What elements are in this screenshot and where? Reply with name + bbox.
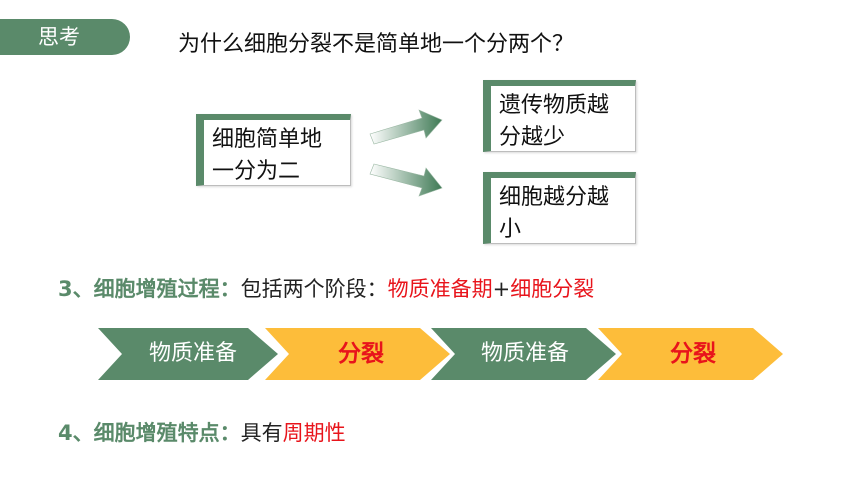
process-step-4-shape	[598, 328, 783, 380]
process-step-1-shape	[98, 328, 278, 380]
result-2-line-1: 细胞越分越	[499, 185, 610, 210]
process-step-3-shape	[431, 328, 616, 380]
process-step-4: 分裂	[670, 341, 716, 367]
point-3-label: 3、细胞增殖过程：	[58, 277, 241, 301]
point-3-highlight-2: 细胞分裂	[510, 277, 595, 301]
premise-line-2: 一分为二	[212, 159, 301, 184]
result-box-1: 遗传物质越 分越少	[483, 80, 636, 152]
result-1-line-1: 遗传物质越	[499, 93, 610, 118]
point-3-plus: +	[492, 277, 511, 301]
result-box-2: 细胞越分越 小	[483, 172, 636, 244]
point-3: 3、细胞增殖过程：包括两个阶段：物质准备期+细胞分裂	[58, 273, 594, 303]
process-step-3: 物质准备	[480, 341, 569, 366]
process-flow-shapes	[98, 328, 783, 380]
premise-line-1: 细胞简单地	[212, 127, 323, 152]
process-step-1: 物质准备	[148, 341, 237, 366]
section-tag: 思考	[0, 19, 130, 55]
point-4-label: 4、细胞增殖特点：	[58, 421, 241, 445]
point-3-text: 包括两个阶段：	[240, 277, 388, 301]
section-tag-label: 思考	[38, 25, 80, 49]
arrow-up-icon	[369, 109, 443, 145]
result-1-line-2: 分越少	[499, 125, 566, 150]
premise-box: 细胞简单地 一分为二	[196, 114, 351, 186]
arrow-down-icon	[369, 163, 443, 197]
process-step-2: 分裂	[338, 341, 384, 367]
process-step-2-shape	[265, 328, 450, 380]
question-text: 为什么细胞分裂不是简单地一个分两个？	[178, 32, 575, 57]
result-2-line-2: 小	[499, 217, 522, 242]
point-4-highlight: 周期性	[282, 421, 346, 445]
consequence-arrows	[369, 109, 443, 197]
point-4-text: 具有	[240, 421, 283, 445]
point-3-highlight-1: 物质准备期	[387, 277, 493, 301]
point-4: 4、细胞增殖特点：具有周期性	[58, 417, 346, 447]
